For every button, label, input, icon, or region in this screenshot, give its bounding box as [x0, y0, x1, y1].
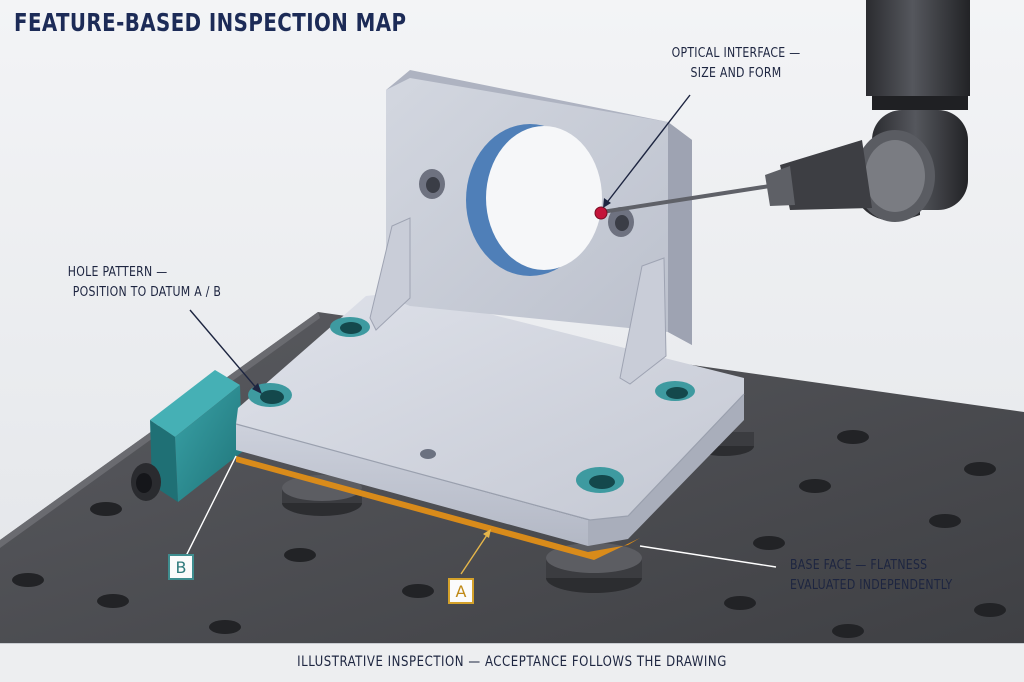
callout-base-face: BASE FACE — FLATNESS EVALUATED INDEPENDE… — [790, 555, 952, 595]
gusset-right — [619, 257, 667, 385]
leader-lines — [185, 94, 777, 575]
callout-line: EVALUATED INDEPENDENTLY — [790, 577, 953, 593]
callout-optical-interface: OPTICAL INTERFACE — SIZE AND FORM — [669, 43, 804, 83]
table-holes — [12, 430, 1006, 638]
stop-block-icon — [131, 370, 242, 502]
datum-a-label: A — [448, 578, 474, 604]
stylus-icon — [601, 184, 771, 214]
page-title: FEATURE-BASED INSPECTION MAP — [14, 8, 407, 37]
callout-line: HOLE PATTERN — — [67, 264, 168, 280]
base-plate — [235, 292, 745, 560]
footer-note: ILLUSTRATIVE INSPECTION — ACCEPTANCE FOL… — [297, 654, 727, 670]
callout-hole-pattern: HOLE PATTERN — POSITION TO DATUM A / B — [57, 262, 237, 302]
datum-b-label: B — [168, 554, 194, 580]
callout-line: BASE FACE — FLATNESS — [790, 557, 928, 573]
probe-tip — [594, 206, 608, 220]
callout-line: SIZE AND FORM — [690, 65, 782, 81]
callout-line: OPTICAL INTERFACE — — [671, 45, 801, 61]
gusset-left — [369, 217, 411, 331]
probe-head-icon — [765, 0, 970, 222]
upright — [386, 70, 692, 345]
callout-line: POSITION TO DATUM A / B — [72, 284, 222, 300]
footer: ILLUSTRATIVE INSPECTION — ACCEPTANCE FOL… — [0, 643, 1024, 682]
